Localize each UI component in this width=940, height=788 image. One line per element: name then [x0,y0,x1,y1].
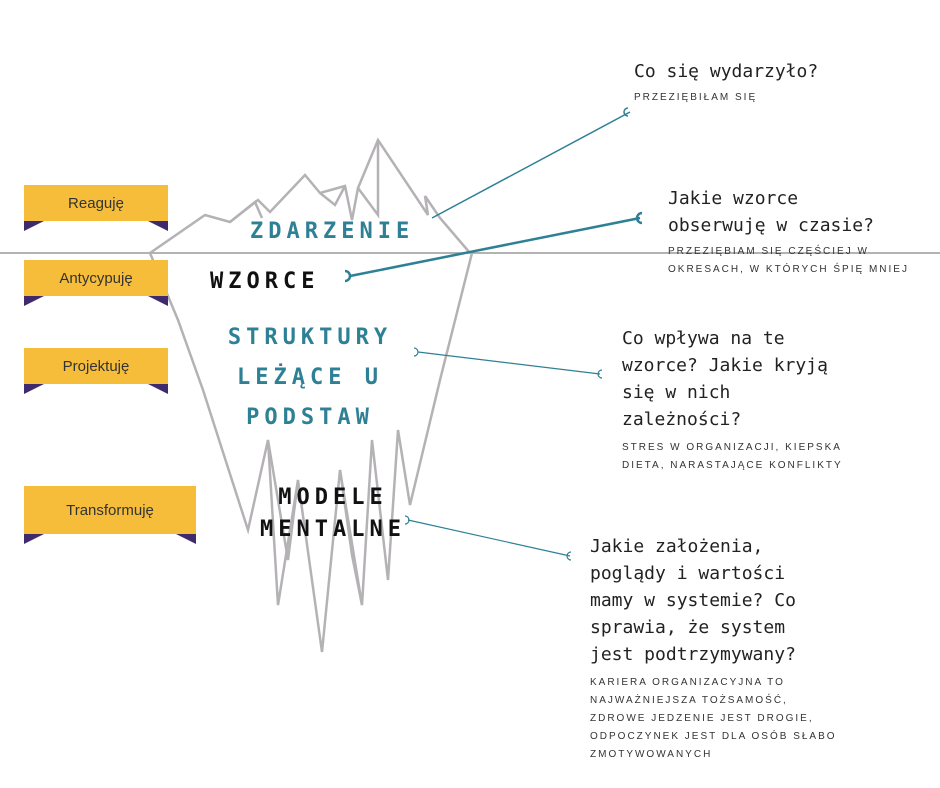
question-text: Co się wydarzyło? [634,61,819,82]
answer-text: STRES W ORGANIZACJI, KIEPSKA DIETA, NARA… [622,442,843,471]
ribbon-projektuje: Projektuję [24,348,168,394]
connector-patterns-hook-end [635,211,643,225]
layer-event: ZDARZENIE [250,219,415,244]
ribbon-transformuje: Transformuję [24,486,196,544]
iceberg-tip-inner-2 [319,185,347,207]
connector-patterns [349,216,641,278]
question-block-4: Jakie założenia, poglądy i wartości mamy… [590,533,837,764]
ribbon-fold-left [24,221,44,231]
layer-patterns: WZORCE [210,269,320,294]
question-text: Co wpływa na te wzorce? Jakie kryją się … [622,328,828,430]
layer-structures: STRUKTURY LEŻĄCE U PODSTAW [210,318,410,438]
layer-structures-line: LEŻĄCE U [237,365,383,390]
ribbon-label: Reaguję [68,194,124,212]
iceberg-body-outline [148,252,474,653]
answer-text: PRZEZIĘBIAM SIĘ CZĘŚCIEJ W OKRESACH, W K… [668,246,909,275]
ribbon-fold-left [24,296,44,306]
ribbon-label: Antycypuję [59,269,133,287]
connector-models [407,519,571,557]
iceberg-tip-inner [229,200,264,223]
ribbon-label: Projektuję [62,357,130,375]
ribbon-fold-right [148,221,168,231]
ribbon-fold-right [176,534,196,544]
question-text: Jakie wzorce obserwuję w czasie? [668,188,874,236]
answer-text: PRZEZIĘBIŁAM SIĘ [634,92,758,103]
ribbon-label: Transformuję [66,501,154,519]
ribbon-reaguje: Reaguję [24,185,168,231]
connector-structures-hook [413,347,419,357]
answer-text: KARIERA ORGANIZACYJNA TO NAJWAŻNIEJSZA T… [590,677,837,760]
iceberg-body-inner-2 [338,469,364,606]
ribbon-fold-right [148,384,168,394]
ribbon-fold-left [24,534,44,544]
ribbon-fold-left [24,384,44,394]
connector-event-hook [623,107,629,117]
ribbon-antycypuje: Antycypuję [24,260,168,306]
question-block-1: Co się wydarzyło? PRZEZIĘBIŁAM SIĘ [634,58,818,107]
question-text: Jakie założenia, poglądy i wartości mamy… [590,536,796,665]
ribbon-fold-right [148,296,168,306]
question-block-2: Jakie wzorce obserwuję w czasie? PRZEZIĘ… [668,185,909,279]
connector-patterns-hook [344,269,352,283]
connector-structures-hook-end [597,369,603,379]
layer-structures-line: STRUKTURY [227,325,393,350]
connector-models-hook [404,515,410,525]
layer-models: MODELE MENTALNE [248,482,418,546]
layer-models-line: MODELE [278,485,388,510]
connector-structures [417,351,601,375]
connector-models-hook-end [566,551,572,561]
iceberg-body-inner [266,439,300,561]
layer-models-line: MENTALNE [260,517,406,542]
connector-event [431,111,631,219]
iceberg-tip-inner-3 [356,140,380,219]
layer-structures-line: PODSTAW [246,405,374,430]
question-block-3: Co wpływa na te wzorce? Jakie kryją się … [622,325,843,475]
